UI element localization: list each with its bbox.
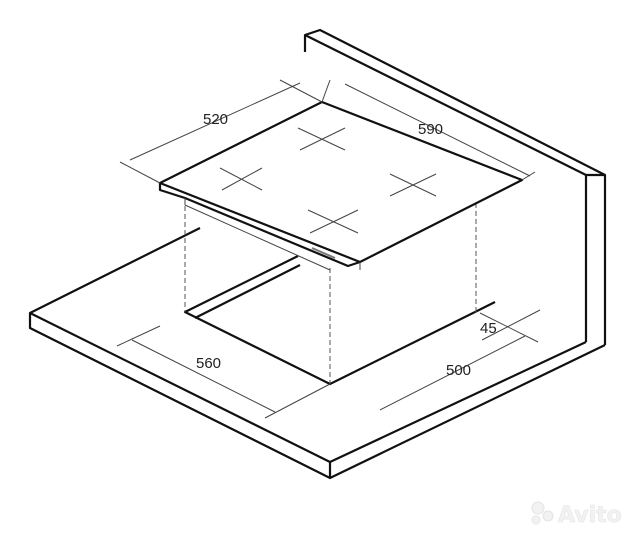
dimension-lines (116, 79, 541, 419)
brand-mark (311, 247, 336, 259)
watermark-text: Avito (558, 503, 622, 528)
countertop (28, 227, 606, 480)
avito-watermark: Avito (531, 501, 622, 528)
burner-marks (219, 127, 437, 234)
dim-label-45: 45 (480, 320, 497, 337)
dim-label-500: 500 (446, 362, 471, 379)
dim-label-590: 590 (418, 121, 443, 138)
back-wall (303, 28, 607, 345)
avito-dots-icon (531, 501, 545, 515)
projection-lines (184, 198, 477, 384)
dim-label-560: 560 (196, 355, 221, 372)
cutout (183, 255, 496, 386)
dim-label-520: 520 (203, 111, 228, 128)
